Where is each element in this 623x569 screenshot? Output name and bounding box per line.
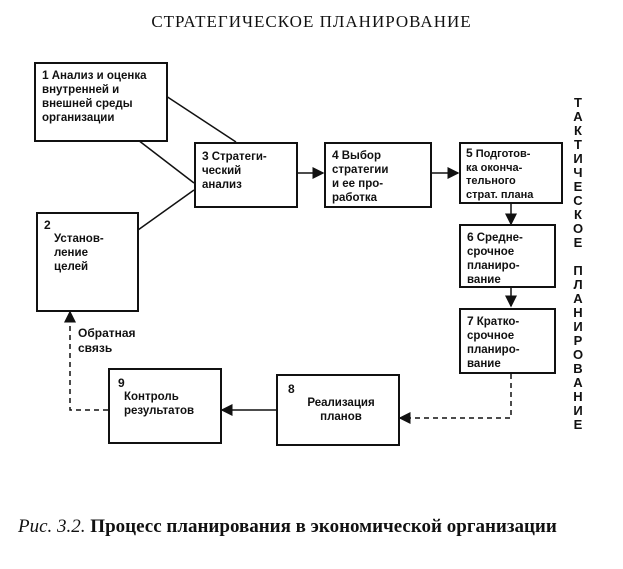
box-1-text: Анализ и оценка внутренней и внешней сре… [42, 70, 147, 124]
box-8-text: Реализация планов [307, 397, 375, 423]
box-5-text: Подготов- ка оконча- тельного страт. пла… [466, 148, 534, 201]
feedback-label: Обратная связь [78, 326, 136, 355]
feedback-arrow-9-2 [64, 310, 108, 411]
box-7-number: 7 [467, 314, 474, 328]
vertical-letter: Р [573, 333, 583, 348]
vertical-letter: И [573, 403, 583, 418]
vertical-letter: В [573, 361, 583, 376]
box-9-number: 9 [118, 376, 125, 390]
vertical-letter: Н [573, 305, 583, 320]
vertical-letter: А [573, 291, 583, 306]
vertical-letter: К [574, 123, 582, 138]
box-9-text: Контроль результатов [124, 391, 195, 417]
vertical-letter: О [572, 221, 584, 236]
vertical-letter: Т [574, 95, 582, 110]
vertical-letter: Е [573, 235, 583, 250]
vertical-letter: С [573, 193, 583, 208]
vertical-letter: Е [573, 179, 583, 194]
figure-caption: Рис. 3.2. Процесс планирования в экономи… [18, 516, 618, 538]
vertical-letter: А [573, 375, 583, 390]
caption-figure-number: Рис. 3.2. [18, 516, 86, 537]
diagram-title: СТРАТЕГИЧЕСКОЕ ПЛАНИРОВАНИЕ [151, 12, 472, 31]
box-8-number: 8 [288, 382, 295, 396]
box-4-number: 4 [332, 148, 339, 162]
vertical-letter: Е [573, 417, 583, 432]
vertical-letter: П [573, 263, 583, 278]
box-9-results-control: 9 Контроль результатов [108, 368, 222, 444]
vertical-letter: К [574, 207, 582, 222]
vertical-letter: О [572, 347, 584, 362]
vertical-letter: Н [573, 389, 583, 404]
box-4-text: Выбор стратегии и ее про- работка [332, 150, 389, 204]
box-6-text: Средне- срочное планиро- вание [467, 232, 523, 286]
box-3-text: Стратеги- ческий анализ [202, 151, 267, 191]
box-2-number: 2 [44, 218, 51, 232]
link-2-3 [137, 189, 195, 231]
box-1-number: 1 [42, 68, 49, 82]
box-7-text: Кратко- срочное планиро- вание [467, 316, 520, 370]
box-2-goal-setting: 2 Установ- ление целей [36, 212, 139, 312]
link-1-3-top [165, 95, 237, 143]
vertical-letter: Ч [573, 165, 583, 180]
vertical-letter: И [573, 319, 583, 334]
vertical-letter: Л [573, 277, 583, 292]
box-2-text: Установ- ление целей [54, 233, 104, 273]
arrow-7-8 [398, 374, 512, 424]
vertical-letter: Т [574, 137, 582, 152]
vertical-letter: И [573, 151, 583, 166]
box-5-number: 5 [466, 146, 473, 160]
box-6-number: 6 [467, 230, 474, 244]
caption-text: Процесс планирования в экономической орг… [90, 516, 557, 537]
link-1-3-bottom [137, 139, 195, 184]
box-8-plan-implementation: 8 Реализация планов [276, 374, 400, 446]
vertical-letter: А [573, 109, 583, 124]
box-3-number: 3 [202, 149, 209, 163]
